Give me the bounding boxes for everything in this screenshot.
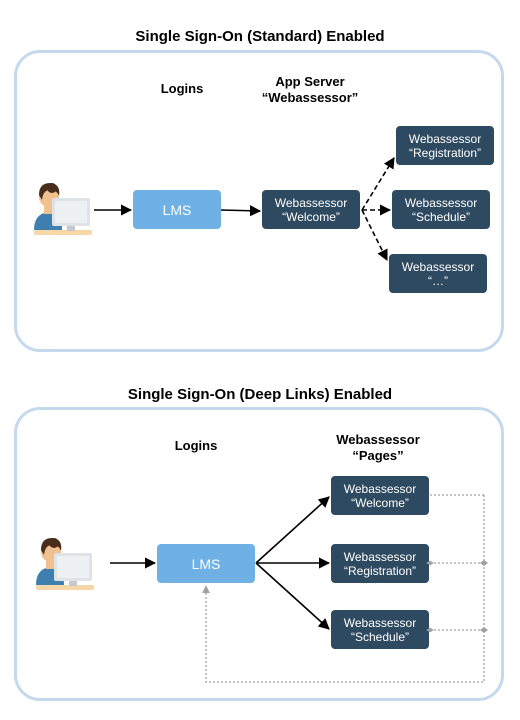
user-at-computer-icon [34,183,92,235]
app-server-label-line1: App Server [275,74,345,89]
user-at-computer-icon [36,538,94,590]
standard-title: Single Sign-On (Standard) Enabled [135,28,385,45]
return-junction-diamond [480,627,488,633]
deeplinks-logins-label: Logins [174,438,218,453]
deeplinks-schedule-box: Webassessor “Schedule” [331,610,429,649]
return-junction-diamond [480,560,488,566]
pages-label-line2: “Pages” [352,448,404,463]
deeplinks-welcome-line2: “Welcome” [351,495,409,510]
deeplinks-registration-line1: Webassessor [343,549,417,564]
standard-lms-box: LMS [133,190,221,229]
deeplinks-title: Single Sign-On (Deep Links) Enabled [127,386,393,403]
deeplinks-lms-box: LMS [157,544,255,583]
standard-registration-box: Webassessor “Registration” [396,126,494,165]
pages-label-line1: Webassessor [336,432,420,447]
deeplinks-welcome-box: Webassessor “Welcome” [331,476,429,515]
standard-schedule-line2: “Schedule” [411,209,471,224]
deeplinks-lms-to-schedule-arrow [255,562,330,630]
standard-welcome-to-ellipsis-arrow [361,209,388,262]
return-to-lms-path [202,495,485,683]
app-server-label-line2: “Webassessor” [261,90,359,105]
standard-lms-to-welcome-arrow [220,205,262,217]
deeplinks-welcome-line1: Webassessor [343,481,417,496]
standard-schedule-box: Webassessor “Schedule” [392,190,490,229]
standard-ellipsis-box: Webassessor “…” [389,254,487,293]
standard-welcome-box: Webassessor “Welcome” [262,190,360,229]
standard-registration-line1: Webassessor [408,131,482,146]
standard-welcome-to-registration-arrow [361,157,395,211]
standard-ellipsis-line2: “…” [428,273,448,288]
standard-registration-line2: “Registration” [408,145,482,160]
deeplinks-registration-box: Webassessor “Registration” [331,544,429,583]
deeplinks-schedule-line1: Webassessor [343,615,417,630]
standard-welcome-line2: “Welcome” [282,209,340,224]
standard-logins-label: Logins [160,81,204,96]
standard-welcome-line1: Webassessor [274,195,348,210]
deeplinks-lms-to-welcome-arrow [255,496,330,564]
standard-ellipsis-line1: Webassessor [401,259,475,274]
pages-label: Webassessor “Pages” [318,432,438,464]
return-path-lines [202,494,485,683]
app-server-label: App Server “Webassessor” [250,74,370,106]
deeplinks-registration-line2: “Registration” [343,563,417,578]
deeplinks-schedule-line2: “Schedule” [350,629,410,644]
standard-schedule-line1: Webassessor [404,195,478,210]
